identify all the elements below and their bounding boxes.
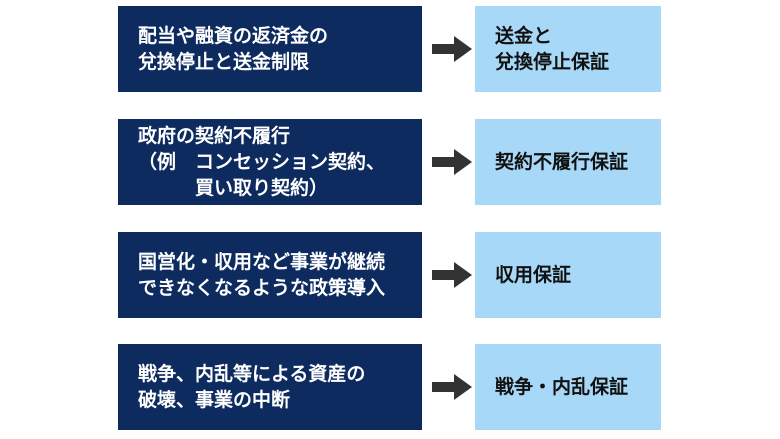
right-arrow-icon xyxy=(432,374,472,400)
row-breach-of-contract: 政府の契約不履行 （例 コンセッション契約、 買い取り契約） 契約不履行保証 xyxy=(0,119,780,205)
risk-box: 国営化・収用など事業が継続 できなくなるような政策導入 xyxy=(118,232,422,318)
risk-box: 配当や融資の返済金の 兌換停止と送金制限 xyxy=(118,6,422,92)
guarantee-box: 収用保証 xyxy=(475,232,661,318)
guarantee-box: 戦争・内乱保証 xyxy=(475,344,661,430)
right-arrow-icon xyxy=(432,36,472,62)
right-arrow-icon xyxy=(432,262,472,288)
right-arrow-icon xyxy=(432,149,472,175)
risk-box: 戦争、内乱等による資産の 破壊、事業の中断 xyxy=(118,344,422,430)
risk-box: 政府の契約不履行 （例 コンセッション契約、 買い取り契約） xyxy=(118,119,422,205)
row-war-civil-disturbance: 戦争、内乱等による資産の 破壊、事業の中断 戦争・内乱保証 xyxy=(0,344,780,430)
guarantee-box: 契約不履行保証 xyxy=(475,119,661,205)
row-expropriation: 国営化・収用など事業が継続 できなくなるような政策導入 収用保証 xyxy=(0,232,780,318)
row-currency-transfer: 配当や融資の返済金の 兌換停止と送金制限 送金と 兌換停止保証 xyxy=(0,6,780,92)
guarantee-box: 送金と 兌換停止保証 xyxy=(475,6,661,92)
